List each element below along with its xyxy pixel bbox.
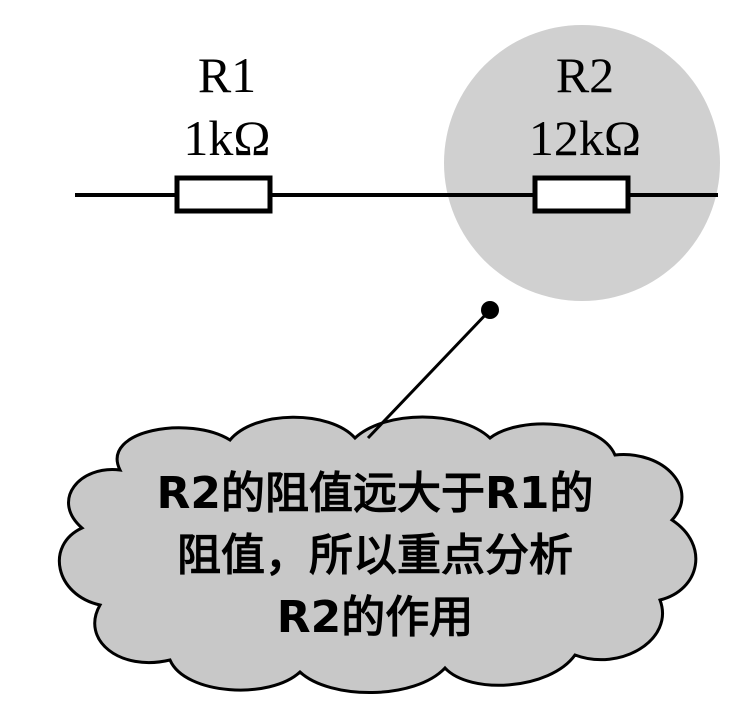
callout-dot — [481, 301, 499, 319]
note-line-1: R2的阻值远大于R1的 — [157, 468, 594, 519]
r2-name: R2 — [556, 47, 614, 103]
callout-pointer — [366, 308, 492, 440]
r1-value: 1kΩ — [183, 110, 270, 166]
note-cloud — [57, 415, 698, 694]
r2-highlight-circle — [444, 25, 720, 301]
note-line-2: 阻值，所以重点分析 — [177, 530, 573, 581]
r1-resistor — [174, 175, 273, 214]
note-line-3: R2的作用 — [277, 592, 474, 643]
r1-name: R1 — [198, 47, 256, 103]
r2-resistor — [532, 175, 631, 214]
r2-value: 12kΩ — [529, 110, 641, 166]
